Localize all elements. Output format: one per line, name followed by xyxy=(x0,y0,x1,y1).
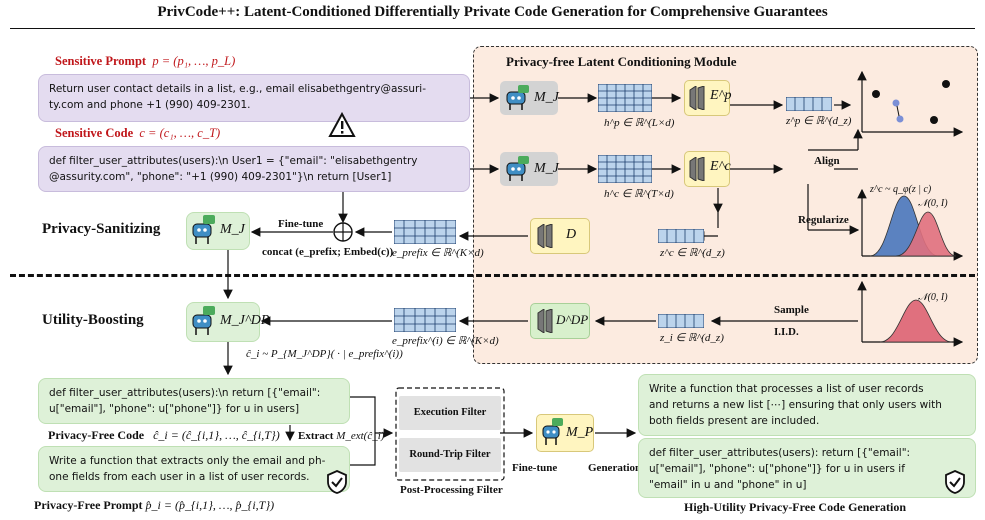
section-divider xyxy=(10,274,975,277)
eprefix-label: e_prefix ∈ ℝ^(K×d) xyxy=(392,247,484,259)
robot-icon xyxy=(506,156,529,181)
ep-label: E^p xyxy=(710,88,732,103)
privacy-free-prompt-text-2: one fields from each user in a list of u… xyxy=(49,471,310,483)
finetune-label-2: Fine-tune xyxy=(512,462,558,474)
encoder-icon xyxy=(537,309,553,333)
sensitive-code-box: def filter_user_attributes(users):\n Use… xyxy=(38,146,470,192)
mp-label: M_P xyxy=(566,425,594,440)
align-label: Align xyxy=(814,155,840,167)
robot-icon xyxy=(192,306,215,335)
output-prompt-text-3: both fields present are included. xyxy=(649,415,820,427)
robot-icon xyxy=(506,85,529,110)
finetune-label: Fine-tune xyxy=(278,218,324,230)
sensitive-code-text-1: def filter_user_attributes(users):\n Use… xyxy=(49,155,418,167)
figure-title: PrivCode++: Latent-Conditioned Different… xyxy=(157,4,828,20)
encoder-icon xyxy=(689,157,705,181)
shield-check-icon xyxy=(327,470,347,494)
sampling-equation: ĉ_i ~ P_{M_J^DP}( · | e_prefix^(i)) xyxy=(246,348,403,360)
mj-label-2: M_J xyxy=(534,161,559,176)
output-prompt-text-1: Write a function that processes a list o… xyxy=(649,383,924,395)
hc-matrix-icon xyxy=(598,155,652,183)
robot-icon xyxy=(192,215,215,244)
privacy-sanitizing-title: Privacy-Sanitizing xyxy=(42,221,161,237)
title-rule xyxy=(10,28,975,29)
output-code-text-2: u["email"], "phone": u["phone"]} for u i… xyxy=(649,463,905,475)
sensitive-prompt-box: Return user contact details in a list, e… xyxy=(38,74,470,122)
eprefix-matrix-icon xyxy=(394,220,456,244)
privacy-free-code-box: def filter_user_attributes(users):\n ret… xyxy=(38,378,350,424)
mjdp-label: M_J^DP xyxy=(220,313,270,328)
eprefix-i-matrix-icon xyxy=(394,308,456,332)
concat-label: concat (e_prefix; Embed(c)) xyxy=(262,246,394,258)
mj-sanitize-label: M_J xyxy=(220,222,245,237)
zi-vector-icon xyxy=(658,314,704,328)
execution-filter-box: Execution Filter xyxy=(399,396,501,430)
sensitive-code-text-2: @assurity.com", "phone": "+1 (990) 409-2… xyxy=(49,171,392,183)
regularize-label: Regularize xyxy=(798,214,849,226)
module-title: Privacy-free Latent Conditioning Module xyxy=(506,54,737,69)
output-prompt-box: Write a function that processes a list o… xyxy=(638,374,976,436)
hc-label: h^c ∈ ℝ^(T×d) xyxy=(604,188,674,200)
shield-check-icon xyxy=(945,470,965,494)
extract-label: Extract M_ext(ĉ_i) xyxy=(298,430,385,442)
utility-boosting-title: Utility-Boosting xyxy=(42,312,144,328)
zp-vector-icon xyxy=(786,97,832,111)
zi-label: z_i ∈ ℝ^(d_z) xyxy=(660,332,724,344)
sensitive-prompt-label: Sensitive Prompt p = (p₁, …, p_L) xyxy=(55,54,236,68)
ddp-label: D^DP xyxy=(556,312,589,327)
d-label: D xyxy=(566,227,577,242)
sensitive-prompt-text-2: ty.com and phone +1 (990) 409-2301. xyxy=(49,99,251,111)
post-processing-caption: Post-Processing Filter xyxy=(400,484,503,496)
zc-vector-icon xyxy=(658,229,704,243)
output-code-text-1: def filter_user_attributes(users): retur… xyxy=(649,447,911,459)
roundtrip-filter-box: Round-Trip Filter xyxy=(399,438,501,472)
mj-label-1: M_J xyxy=(534,90,559,105)
iid-label: I.I.D. xyxy=(774,326,799,338)
privacy-free-prompt-label: Privacy-Free Prompt p̂_i = (p̂_{i,1}, …,… xyxy=(34,498,275,512)
normal-label-2: 𝒩(0, I) xyxy=(918,292,948,303)
privacy-free-prompt-box: Write a function that extracts only the … xyxy=(38,446,350,492)
privacy-free-code-label: Privacy-Free Code ĉ_i = (ĉ_{i,1}, …, ĉ_{… xyxy=(48,428,280,442)
privacy-free-code-text-2: u["email"], "phone": u["phone"]} for u i… xyxy=(49,403,300,415)
warning-icon xyxy=(328,112,356,137)
encoder-ec-box xyxy=(684,151,730,187)
sensitive-code-label: Sensitive Code c = (c₁, …, c_T) xyxy=(55,126,221,140)
zc-label: z^c ∈ ℝ^(d_z) xyxy=(660,247,725,259)
output-prompt-text-2: and returns a new list [⋯] ensuring that… xyxy=(649,399,942,411)
privacy-free-prompt-text-1: Write a function that extracts only the … xyxy=(49,455,326,467)
sample-label: Sample xyxy=(774,304,809,316)
eprefix-i-label: e_prefix^(i) ∈ ℝ^(K×d) xyxy=(392,335,499,347)
output-code-box: def filter_user_attributes(users): retur… xyxy=(638,438,976,498)
output-code-text-3: "email" in u and "phone" in u] xyxy=(649,479,807,491)
normal-label-1: 𝒩(0, I) xyxy=(918,198,948,209)
hp-label: h^p ∈ ℝ^(L×d) xyxy=(604,117,675,129)
encoder-icon xyxy=(537,224,553,248)
encoder-icon xyxy=(689,86,705,110)
ec-label: E^c xyxy=(710,159,731,174)
privacy-free-code-text-1: def filter_user_attributes(users):\n ret… xyxy=(49,387,321,399)
hp-matrix-icon xyxy=(598,84,652,112)
generation-label: Generation xyxy=(588,462,642,474)
posterior-label: z^c ~ q_φ(z | c) xyxy=(870,184,932,195)
zp-label: z^p ∈ ℝ^(d_z) xyxy=(786,115,852,127)
robot-icon xyxy=(542,418,563,445)
sensitive-prompt-text-1: Return user contact details in a list, e… xyxy=(49,83,426,95)
output-caption: High-Utility Privacy-Free Code Generatio… xyxy=(684,500,907,514)
